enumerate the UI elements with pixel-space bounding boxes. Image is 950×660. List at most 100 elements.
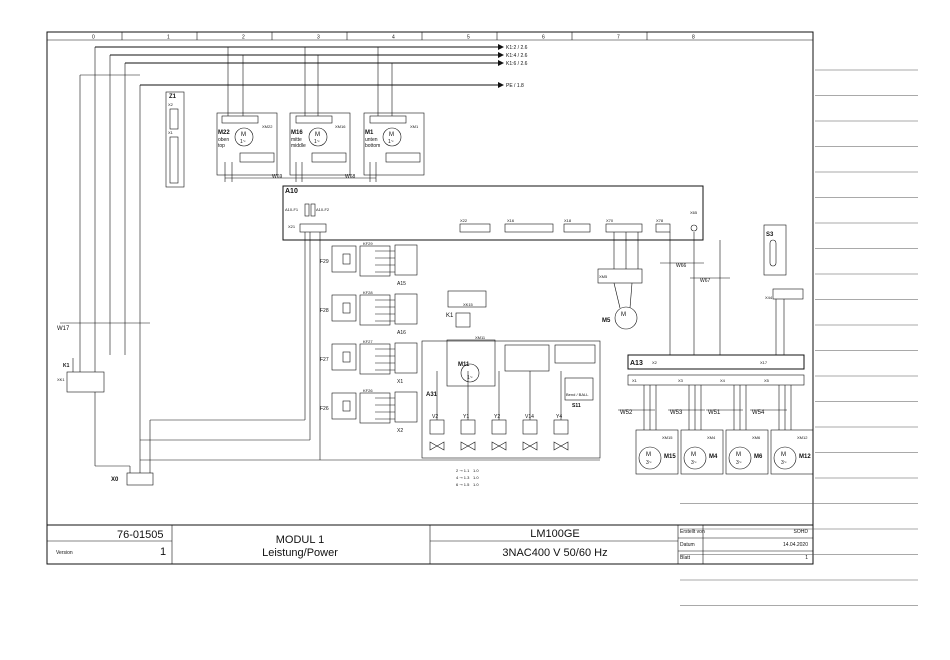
relay-label: F26 xyxy=(320,406,329,412)
svg-text:X70: X70 xyxy=(606,218,614,223)
svg-text:oben: oben xyxy=(218,137,229,143)
column-label: 5 xyxy=(467,35,470,41)
svg-text:M: M xyxy=(621,312,626,318)
margin-lines xyxy=(680,69,918,606)
busbar-label: PE / 1.8 xyxy=(506,83,524,89)
valve-label: Y1 xyxy=(463,414,469,420)
busbar-label: K1:6 / 2.6 xyxy=(506,61,528,67)
svg-text:S11: S11 xyxy=(572,403,581,409)
svg-text:A10-F1: A10-F1 xyxy=(285,207,299,212)
motor-m16: M 1~ M16 mitte middle XM16 xyxy=(289,112,351,176)
svg-text:X0: X0 xyxy=(111,477,119,483)
svg-text:S3: S3 xyxy=(766,232,774,238)
svg-text:X3: X3 xyxy=(678,378,684,383)
busbar-label: K1:4 / 2.6 xyxy=(506,53,528,59)
cable-label: W67 xyxy=(700,278,711,284)
svg-text:M: M xyxy=(736,452,741,458)
date-value: 14.04.2020 xyxy=(783,542,808,548)
motor-plug: XM6 xyxy=(752,435,761,440)
svg-text:M: M xyxy=(691,452,696,458)
svg-text:6 ⊸ 1.5: 6 ⊸ 1.5 xyxy=(456,482,470,487)
svg-text:X65: X65 xyxy=(690,210,698,215)
svg-text:M: M xyxy=(389,132,394,138)
svg-text:1.0: 1.0 xyxy=(473,475,479,480)
svg-text:M5: M5 xyxy=(602,318,611,324)
module-subtitle: Leistung/Power xyxy=(262,547,338,559)
svg-text:X78: X78 xyxy=(656,218,664,223)
svg-text:X1: X1 xyxy=(168,130,174,135)
cable-label: W17 xyxy=(57,326,70,332)
column-label: 0 xyxy=(92,35,95,41)
svg-text:X18: X18 xyxy=(564,218,572,223)
motor-label: M16 xyxy=(291,130,303,136)
model-name: LM100GE xyxy=(530,528,580,540)
svg-text:1.0: 1.0 xyxy=(473,468,479,473)
sheet-value: 1 xyxy=(805,555,808,561)
svg-text:A10-F2: A10-F2 xyxy=(316,207,330,212)
svg-text:Z1: Z1 xyxy=(169,94,177,100)
svg-text:X2: X2 xyxy=(652,360,658,365)
fan-m11: M11 1~ XM11 xyxy=(446,335,496,387)
svg-text:1~: 1~ xyxy=(388,139,394,145)
svg-text:X5: X5 xyxy=(764,378,770,383)
cable-label: W54 xyxy=(752,410,765,416)
svg-text:4 ⊸ 1.3: 4 ⊸ 1.3 xyxy=(456,475,470,480)
relay-label: F27 xyxy=(320,357,329,363)
cable-label: W66 xyxy=(676,263,687,269)
supply-spec: 3NAC400 V 50/60 Hz xyxy=(502,547,607,559)
svg-text:M: M xyxy=(315,132,320,138)
svg-text:XM11: XM11 xyxy=(475,335,486,340)
svg-text:X2: X2 xyxy=(168,102,174,107)
relay-tag: KF29 xyxy=(363,241,373,246)
sheet-label: Blatt xyxy=(680,555,691,561)
date-label: Datum xyxy=(680,542,695,548)
valve-label: Y2 xyxy=(494,414,500,420)
contactor-k1: K1 XK15 xyxy=(446,290,487,328)
motor-plug: XM12 xyxy=(797,435,808,440)
relay-tag: KF28 xyxy=(363,290,373,295)
relay-label: F28 xyxy=(320,308,329,314)
motor-plug: XM4 xyxy=(707,435,716,440)
created-by-value: SOHD xyxy=(794,529,809,535)
pump-m5: XM5 M M5 xyxy=(597,232,643,330)
legend: 2 ⊸ 1.1 1.0 4 ⊸ 1.3 1.0 6 ⊸ 1.5 1.0 xyxy=(456,468,479,487)
svg-text:middle: middle xyxy=(291,143,306,149)
valve-label: Y4 xyxy=(556,414,562,420)
svg-text:X1: X1 xyxy=(632,378,638,383)
svg-text:XM16: XM16 xyxy=(335,124,346,129)
busbars: K1:2 / 2.6 K1:4 / 2.6 K1:6 / 2.6 PE / 1.… xyxy=(79,44,528,355)
drawing-number: 76-01505 xyxy=(117,529,164,541)
board-a13: A13 X2 X17 X1 X3 X4 X5 W66 W67 xyxy=(627,232,805,386)
motor-m22: M 1~ M22 oben top XM22 xyxy=(216,112,278,176)
svg-text:X21: X21 xyxy=(288,224,296,229)
motor-plug: XM15 xyxy=(662,435,673,440)
svg-text:unten: unten xyxy=(365,137,378,143)
svg-text:2 ⊸ 1.1: 2 ⊸ 1.1 xyxy=(456,468,470,473)
terminal-strip-z1: Z1 X2 X1 xyxy=(165,91,185,188)
svg-text:XM5: XM5 xyxy=(599,274,608,279)
column-label: 2 xyxy=(242,35,245,41)
column-label: 1 xyxy=(167,35,170,41)
svg-text:Bend / BALL: Bend / BALL xyxy=(566,392,589,397)
svg-text:X16: X16 xyxy=(507,218,515,223)
sheet-frame xyxy=(46,31,814,565)
module-label: X1 xyxy=(397,379,403,385)
svg-text:1~: 1~ xyxy=(467,375,473,381)
cable-label: W69 xyxy=(272,174,283,180)
motor-symbol: 3~ xyxy=(736,460,742,466)
relay-tag: KF27 xyxy=(363,339,373,344)
relay-label: F29 xyxy=(320,259,329,265)
column-label: 4 xyxy=(392,35,395,41)
svg-text:mitte: mitte xyxy=(291,137,302,143)
svg-text:M: M xyxy=(241,132,246,138)
created-by-label: Erstellt von xyxy=(680,529,705,535)
svg-text:M: M xyxy=(781,452,786,458)
svg-text:XM1: XM1 xyxy=(410,124,419,129)
svg-text:1~: 1~ xyxy=(314,139,320,145)
motor-symbol: 3~ xyxy=(691,460,697,466)
svg-text:1~: 1~ xyxy=(240,139,246,145)
